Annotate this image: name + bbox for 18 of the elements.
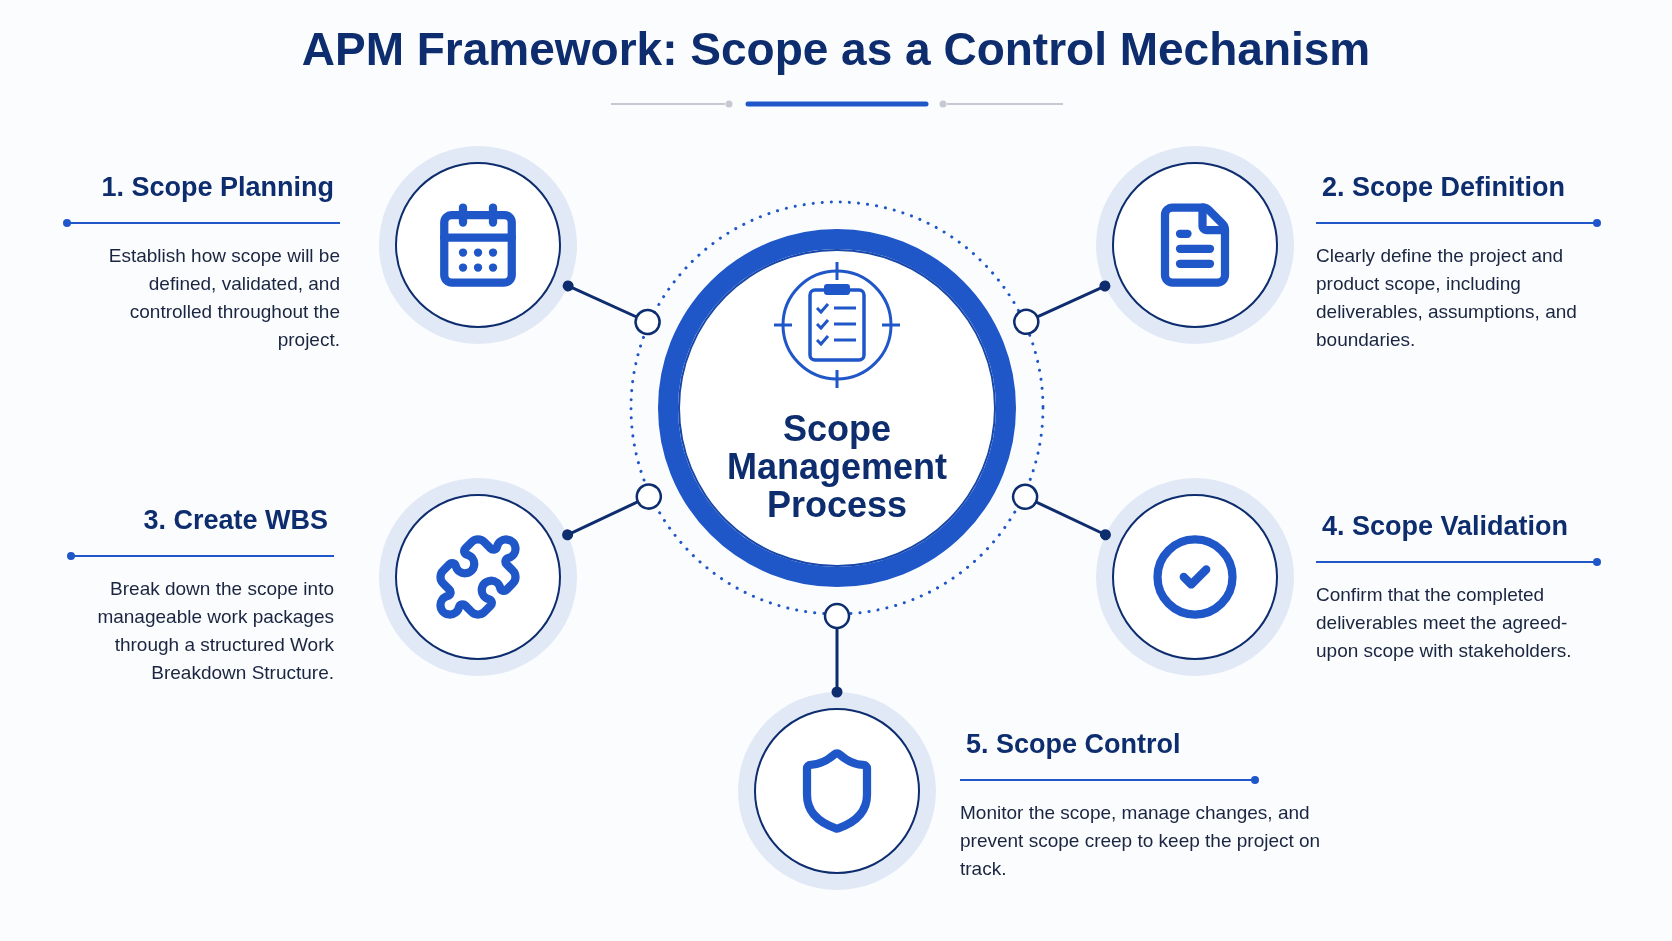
step-description: Monitor the scope, manage changes, and prevent scope creep to keep the project on track. [960,801,1322,881]
connector-line [562,280,661,336]
step-heading: 4. Scope Validation [1321,510,1570,543]
process-label: Scope Management Process [725,410,948,524]
step-heading: 3. Create WBS [142,504,329,537]
connector-line [1011,483,1111,541]
process-circle [629,200,1045,616]
step-description: Establish how scope will be defined, validated, and controlled throughout the project. [107,244,340,352]
title: APM Framework: Scope as a Control Mechanism [301,22,1371,76]
connector-line [562,483,663,541]
step-heading: 5. Scope Control [965,728,1182,761]
step-description: Confirm that the completed deliverables meet the agreed-upon scope with stakeholders. [1316,583,1573,663]
connector-line [1013,280,1111,336]
step-description: Clearly define the project and product scope, including deliverables, assumptions, and boundaries. [1316,244,1578,352]
step-description: Break down the scope into manageable work packages through a structured Work Breakdown Structure. [96,577,334,685]
step-heading: 1. Scope Planning [100,171,335,204]
step-heading: 2. Scope Definition [1321,171,1567,204]
connector-line [823,602,851,698]
